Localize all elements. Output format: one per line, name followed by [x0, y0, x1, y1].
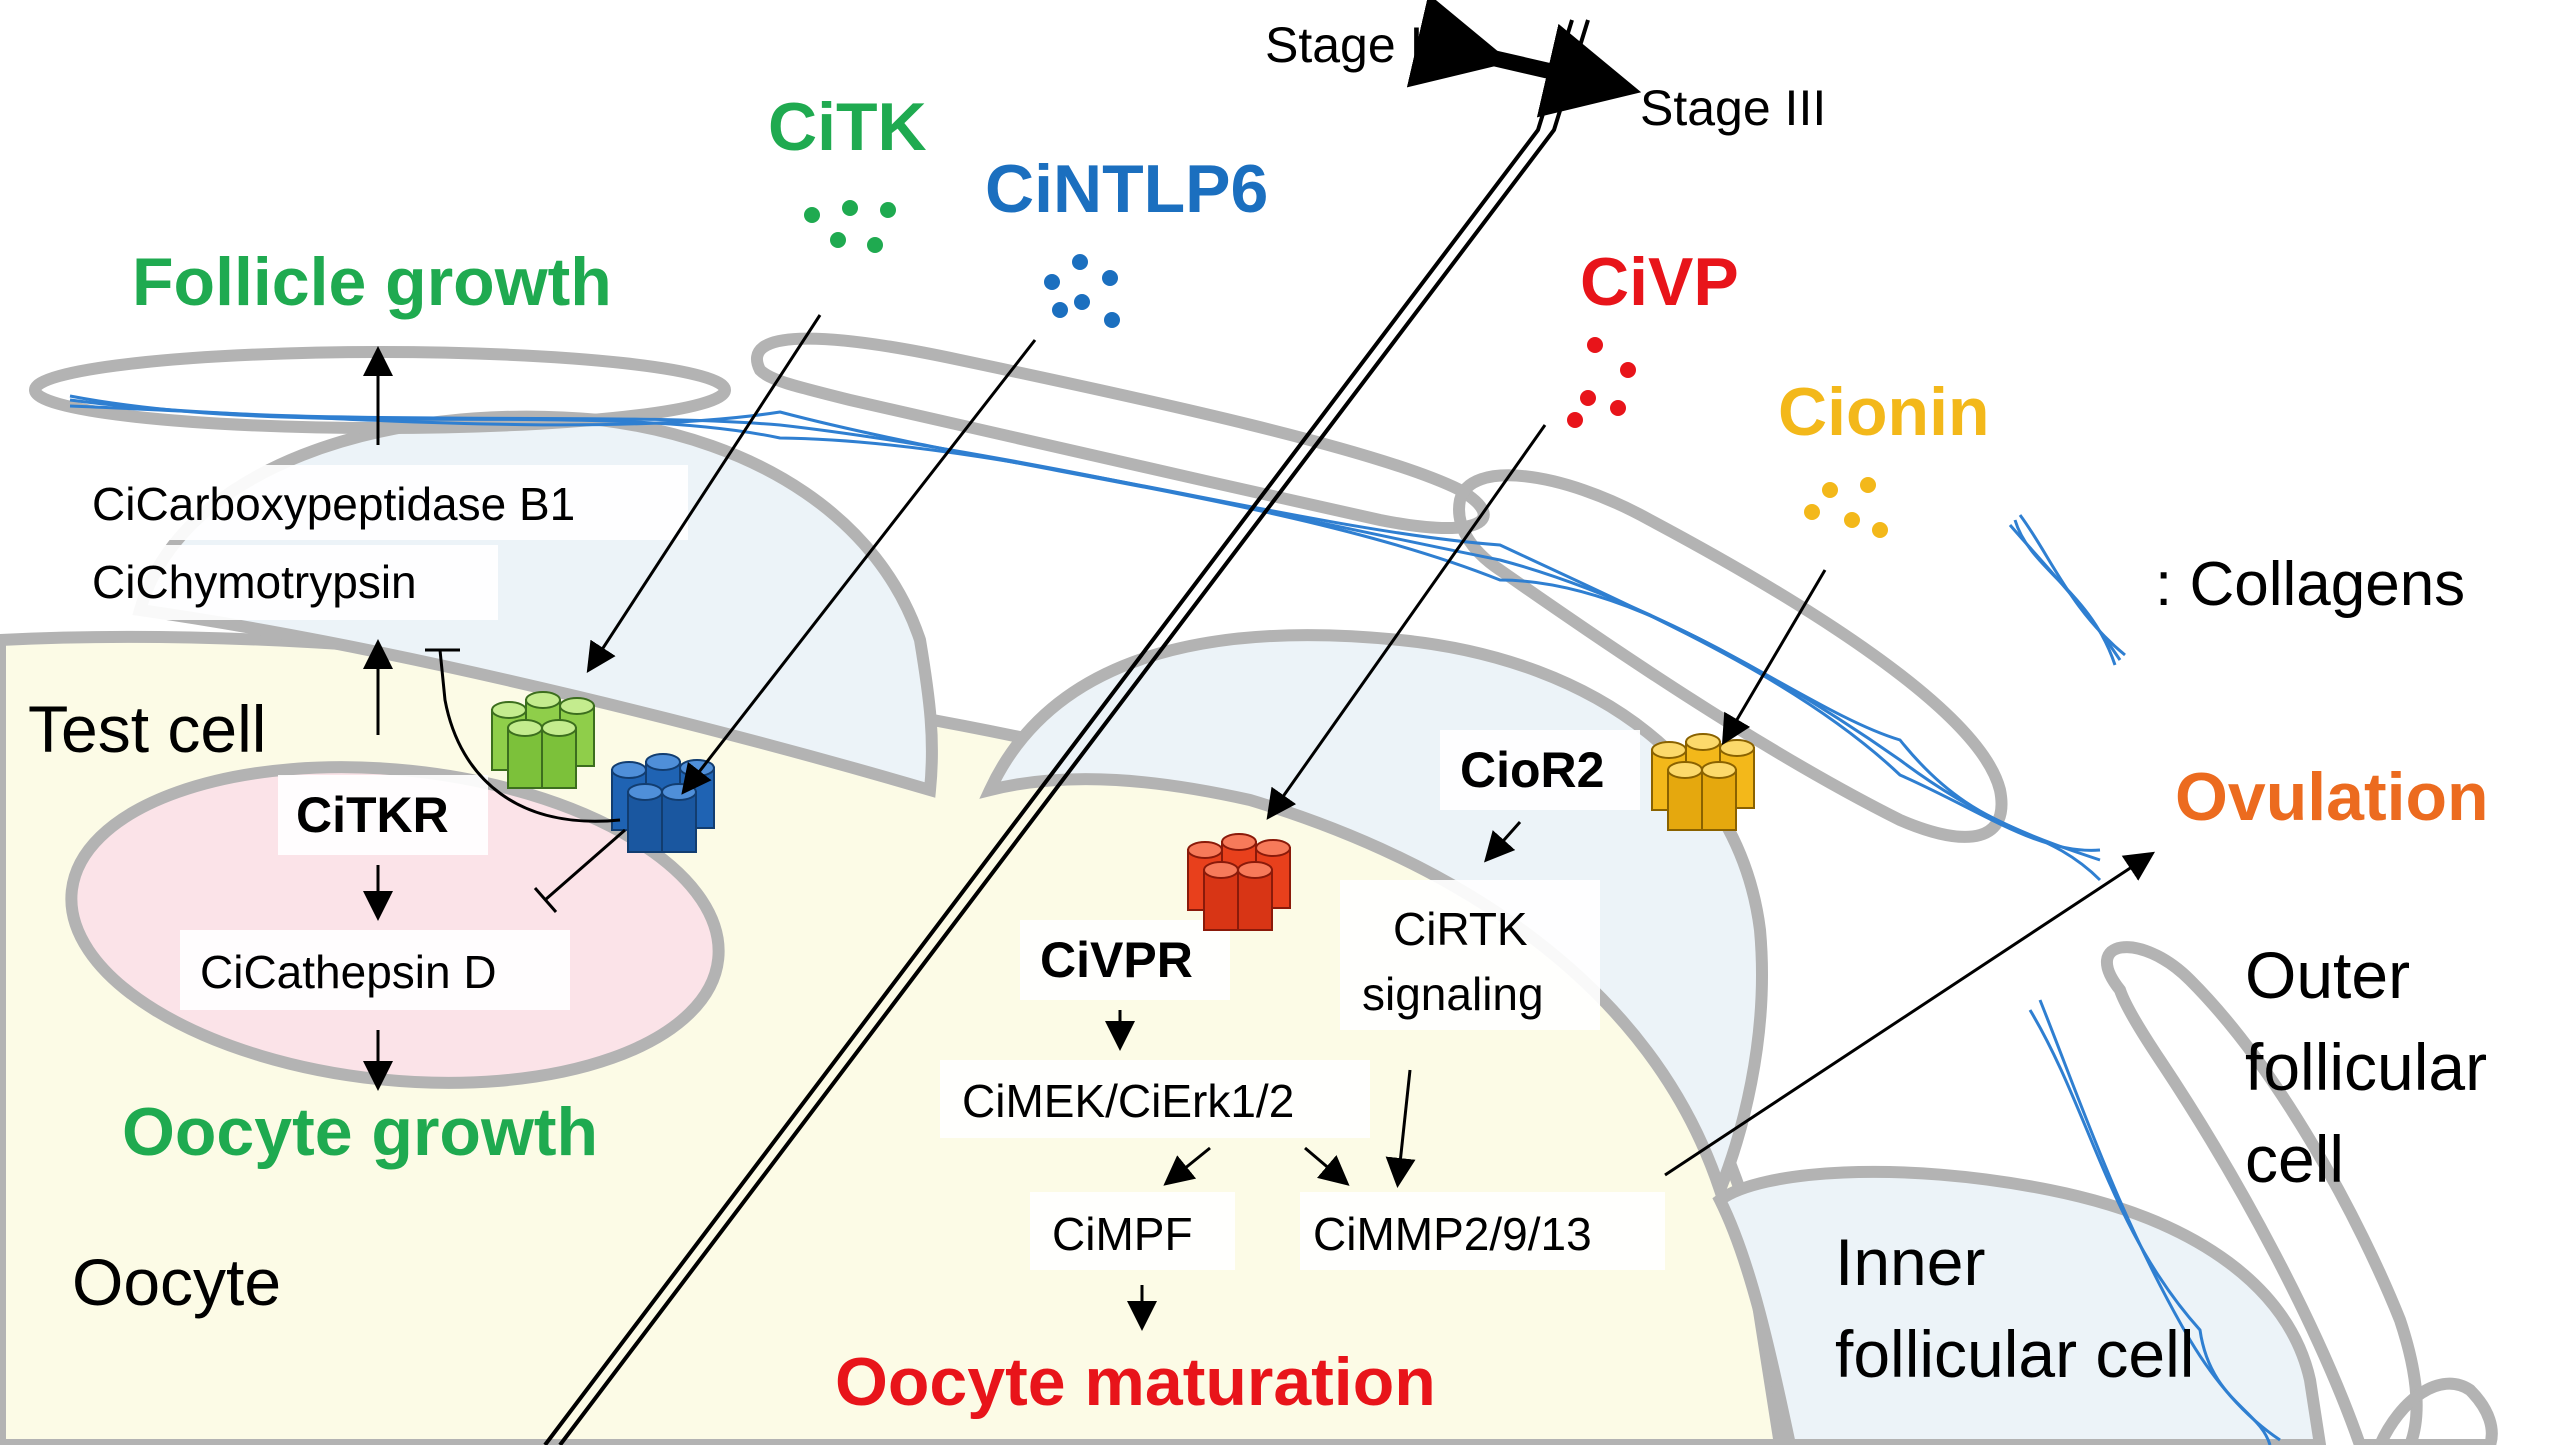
rtk-signaling-label-line1: CiRTK	[1393, 903, 1528, 955]
rtk-signaling-box	[1340, 880, 1600, 1030]
mmp-box	[1300, 1192, 1665, 1270]
oocyte-label: Oocyte	[72, 1245, 281, 1319]
chymotrypsin-box	[78, 545, 498, 620]
cionin-particles	[1804, 477, 1888, 538]
cior2-receptor-icon	[1651, 733, 1755, 831]
cionin-to-cior2-arrow	[1721, 569, 1827, 746]
civp-particles	[1567, 337, 1636, 428]
mpf-label: CiMPF	[1052, 1208, 1193, 1260]
citk-receptor-icon	[491, 691, 595, 789]
cintlp6-particles	[1044, 254, 1120, 328]
mek-erk-label: CiMEK/CiErk1/2	[962, 1075, 1294, 1127]
citkr-box	[278, 775, 488, 855]
oocyte-maturation-label: Oocyte maturation	[835, 1344, 1436, 1420]
civpr-label: CiVPR	[1040, 932, 1193, 988]
cathepsin-box	[180, 930, 570, 1010]
civp-label: CiVP	[1580, 244, 1739, 320]
cior2-to-rtk-arrow	[1484, 821, 1522, 863]
cior2-label: CioR2	[1460, 742, 1604, 798]
civpr-receptor-icon	[1187, 833, 1291, 931]
outer-follicular-label-line2: follicular	[2245, 1030, 2487, 1104]
inhibit-bar-cathepsin	[533, 887, 558, 913]
citkr-label: CiTKR	[296, 787, 449, 843]
inner-follicular-label-line2: follicular cell	[1835, 1317, 2194, 1391]
rtk-to-mmp-arrow	[1385, 1069, 1416, 1188]
cintlp6-label: CiNTLP6	[985, 151, 1268, 227]
citkr-inhibits-cathepsin	[544, 828, 626, 902]
pathway-arrows	[363, 314, 2156, 1331]
mmp-to-ovulation-arrow	[1664, 851, 2156, 1177]
mmp-label: CiMMP2/9/13	[1313, 1208, 1592, 1260]
citk-label: CiTK	[768, 89, 927, 165]
collagen-fibers	[69, 394, 2281, 1445]
chymotrypsin-label: CiChymotrypsin	[92, 556, 417, 608]
outer-follicular-label-line1: Outer	[2245, 938, 2410, 1012]
mek-to-mmp-arrow	[1304, 1146, 1350, 1186]
carboxypeptidase-box	[78, 465, 688, 540]
mek-to-mpf-arrow	[1163, 1146, 1211, 1186]
citkr-receptor-icon	[611, 753, 715, 853]
mpf-box	[1030, 1192, 1235, 1270]
citk-to-receptor-arrow	[586, 314, 822, 674]
civpr-box	[1020, 920, 1230, 1000]
outer-follicular-label-line3: cell	[2245, 1122, 2344, 1196]
mek-erk-box	[940, 1060, 1370, 1138]
stage-double-arrow	[1406, 0, 1642, 118]
rtk-signaling-label-line2: signaling	[1362, 968, 1544, 1020]
cior2-box	[1440, 730, 1640, 810]
stage-iii-label: Stage III	[1640, 80, 1826, 136]
outer-follicular-cell-bottom-right	[2373, 1377, 2498, 1445]
cionin-label: Cionin	[1778, 374, 1990, 450]
oocyte-growth-label: Oocyte growth	[122, 1094, 598, 1170]
carboxypeptidase-label: CiCarboxypeptidase B1	[92, 478, 575, 530]
test-cell-label: Test cell	[28, 692, 266, 766]
collagens-legend-label: : Collagens	[2155, 550, 2465, 619]
cathepsin-label: CiCathepsin D	[200, 946, 497, 998]
outer-follicular-cell-right-side	[2101, 941, 2423, 1445]
stage-ii-label: Stage II	[1265, 17, 1437, 73]
ovulation-label: Ovulation	[2175, 759, 2489, 835]
cintlp6-to-citkr-arrow	[681, 339, 1037, 795]
inner-follicular-cell-right	[1712, 1165, 2327, 1445]
inner-follicular-label-line1: Inner	[1835, 1225, 1985, 1299]
collagen-legend-icon	[2008, 514, 2126, 666]
follicle-growth-label: Follicle growth	[132, 244, 612, 320]
citkr-inhibits-chymotrypsin	[438, 649, 621, 823]
civp-to-civpr-arrow	[1266, 424, 1547, 820]
citk-particles	[804, 200, 896, 253]
